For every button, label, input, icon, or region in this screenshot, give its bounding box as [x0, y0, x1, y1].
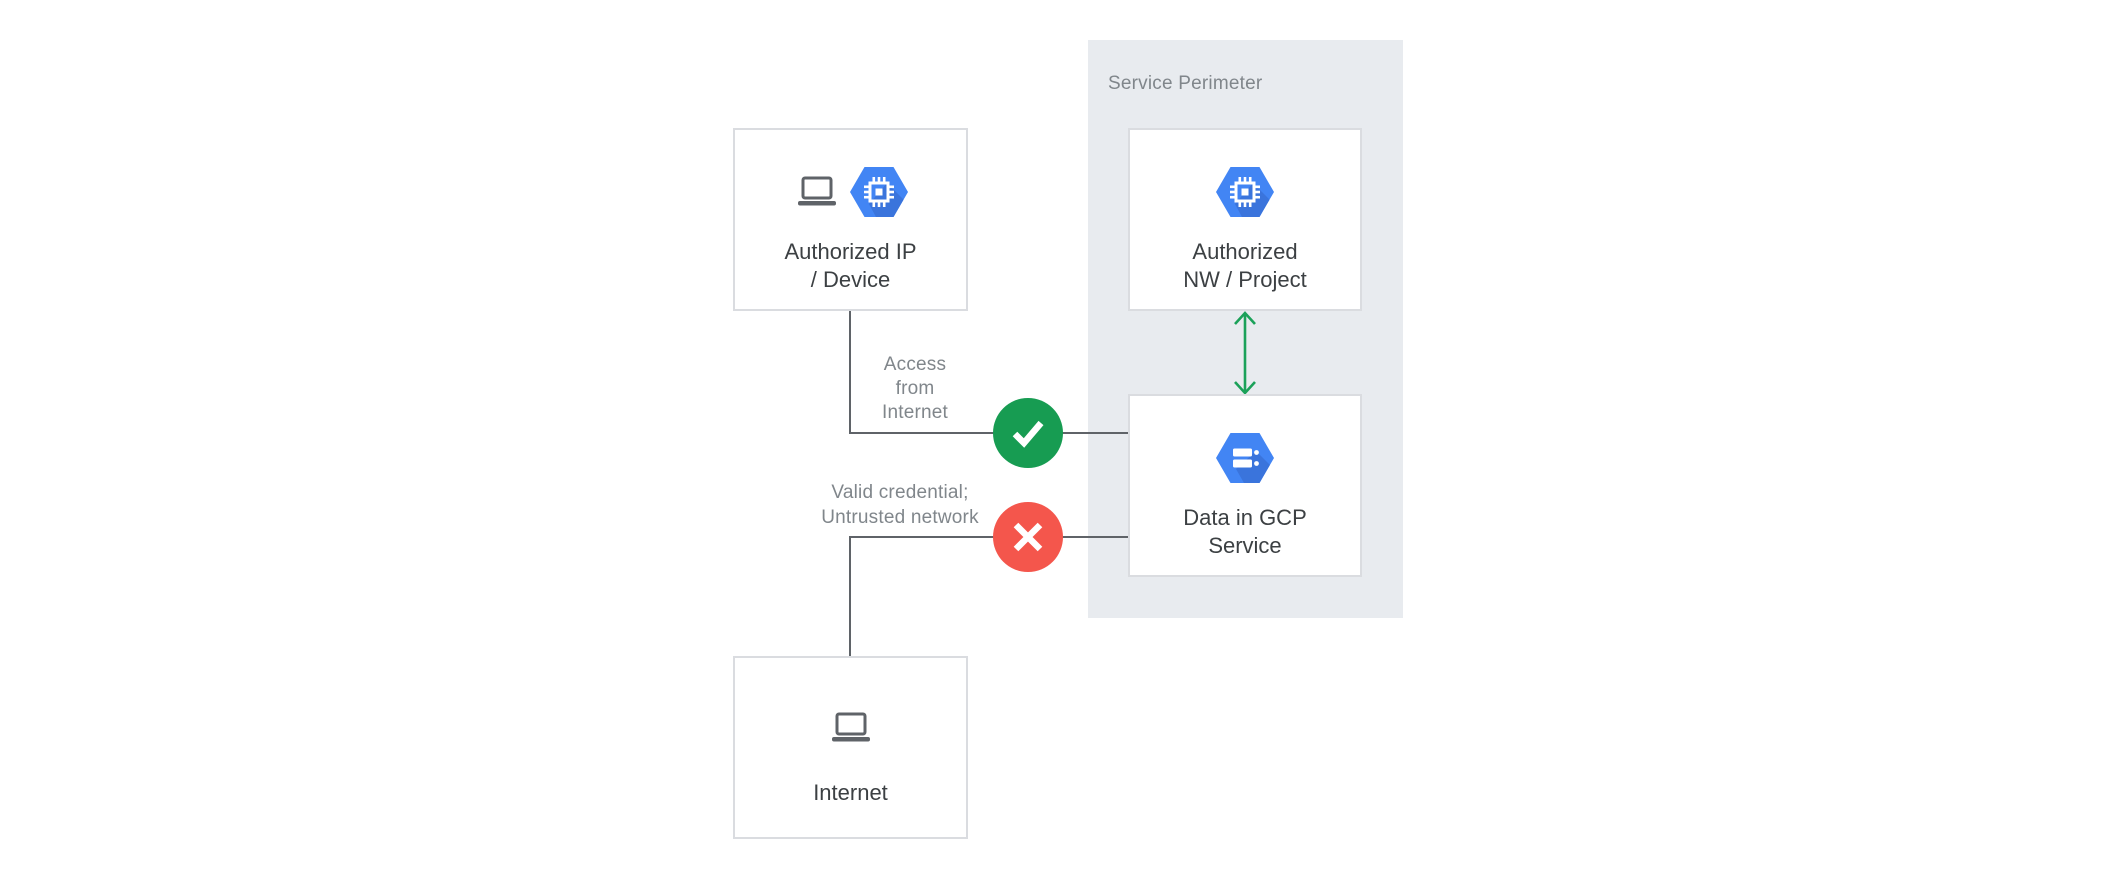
- node-authorized-nw-project: Authorized NW / Project: [1128, 128, 1362, 311]
- edge-label-line: Internet: [881, 402, 949, 423]
- edge-label-valid-credential-untrusted-network: Valid credential; Untrusted network: [770, 480, 1030, 530]
- node-label-line2: NW / Project: [1183, 267, 1307, 292]
- gcp-compute-hexagon-icon: [1216, 167, 1274, 217]
- service-perimeter-label: Service Perimeter: [1108, 73, 1263, 94]
- node-data-in-gcp-service: Data in GCP Service: [1128, 394, 1362, 577]
- gcp-storage-hexagon-icon: [1216, 433, 1274, 483]
- status-denied-badge: [993, 502, 1063, 572]
- node-label-line1: Authorized: [1192, 239, 1298, 264]
- node-label: Authorized IP / Device: [735, 238, 966, 294]
- edge-label-line: Access: [883, 354, 947, 375]
- node-label-line2: / Device: [810, 267, 891, 292]
- node-icon-row: [735, 167, 966, 217]
- connector-authorized-ip-down: [849, 311, 851, 433]
- node-label: Data in GCP Service: [1130, 504, 1360, 560]
- laptop-icon: [797, 176, 836, 206]
- node-label-line1: Authorized IP: [784, 239, 917, 264]
- node-icon-row: [1130, 433, 1360, 483]
- cross-icon: [1013, 522, 1043, 552]
- node-internet: Internet: [733, 656, 968, 839]
- connector-allowed-to-data: [849, 432, 1129, 434]
- node-label-line1: Data in GCP: [1183, 505, 1307, 530]
- node-icon-row: [1130, 167, 1360, 217]
- check-icon: [1012, 420, 1044, 448]
- node-label: Authorized NW / Project: [1130, 238, 1360, 294]
- double-arrow-icon: [1234, 311, 1256, 395]
- connector-denied-to-data: [849, 536, 1129, 538]
- gcp-compute-hexagon-icon: [849, 167, 908, 217]
- edge-label-access-from-internet: Access from Internet: [852, 353, 978, 425]
- node-label-line1: Internet: [813, 780, 888, 805]
- edge-label-line: Untrusted network: [821, 507, 979, 528]
- edge-label-line: from: [895, 378, 935, 399]
- laptop-icon: [831, 712, 870, 742]
- status-allowed-badge: [993, 398, 1063, 468]
- edge-label-line: Valid credential;: [831, 482, 969, 503]
- node-icon-row: [735, 703, 966, 753]
- node-authorized-ip-device: Authorized IP / Device: [733, 128, 968, 311]
- node-label: Internet: [735, 779, 966, 807]
- node-label-line2: Service: [1208, 533, 1282, 558]
- connector-internet-up: [849, 536, 851, 657]
